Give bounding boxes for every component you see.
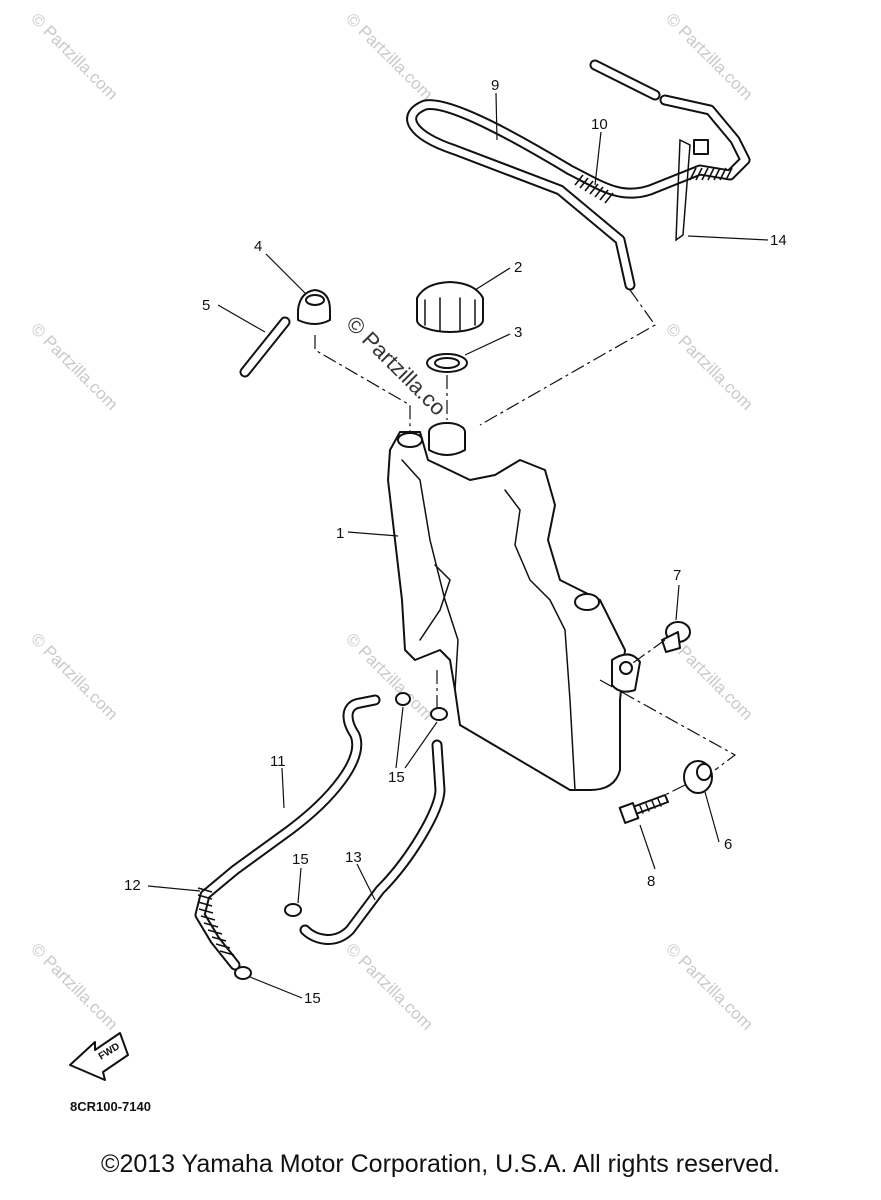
oil-return-hose [299,739,446,945]
leader-lines [147,92,769,999]
watermark: © Partzilla.com [27,319,121,413]
watermark: © Partzilla.com [27,9,121,103]
clip [284,903,302,917]
callout-15: 15 [292,851,309,868]
oil-tank-exploded-diagram: © Partzilla.com © Partzilla.com © Partzi… [27,9,787,1081]
oil-delivery-hose [194,694,381,971]
hose-bracket [675,138,709,242]
grommet-top [661,621,691,653]
callout-1: 1 [336,525,344,542]
spring-coil [574,167,733,204]
watermark: © Partzilla.com [27,939,121,1033]
callout-15: 15 [304,990,321,1007]
oil-tank-cap [416,281,484,333]
callout-14: 14 [770,232,787,249]
fwd-arrow-icon: FWD [69,1032,129,1081]
callout-11: 11 [270,753,286,770]
damper [683,760,713,794]
cap-gasket [426,353,468,373]
small-pipe [239,316,291,378]
watermark: © Partzilla.com [662,9,756,103]
assembly-lines [314,289,737,796]
breather-hose-assembly [406,59,751,291]
callout-numbers: 1 2 3 4 5 6 7 8 9 10 11 12 13 14 15 15 1… [124,77,787,1007]
callout-2: 2 [514,259,522,276]
clip [395,692,411,706]
watermark: © Partzilla.com [342,939,436,1033]
callout-10: 10 [591,116,608,133]
callout-12: 12 [124,877,141,894]
hose-clips [234,692,448,980]
bolt [618,794,669,824]
diagram-code: 8CR100-7140 [70,1099,151,1114]
clip [234,966,252,980]
joint-cap [297,289,331,325]
callout-5: 5 [202,297,210,314]
callout-6: 6 [724,836,732,853]
watermark: © Partzilla.com [27,629,121,723]
callout-3: 3 [514,324,522,341]
watermark: © Partzilla.com [342,9,436,103]
clip [430,707,448,721]
callout-13: 13 [345,849,362,866]
callout-7: 7 [673,567,681,584]
copyright-notice: ©2013 Yamaha Motor Corporation, U.S.A. A… [101,1150,780,1178]
callout-4: 4 [254,238,262,255]
watermark: © Partzilla.com [662,319,756,413]
oil-tank [387,422,641,791]
callout-8: 8 [647,873,655,890]
callout-9: 9 [491,77,499,94]
watermark: © Partzilla.com [662,939,756,1033]
callout-15: 15 [388,769,405,786]
